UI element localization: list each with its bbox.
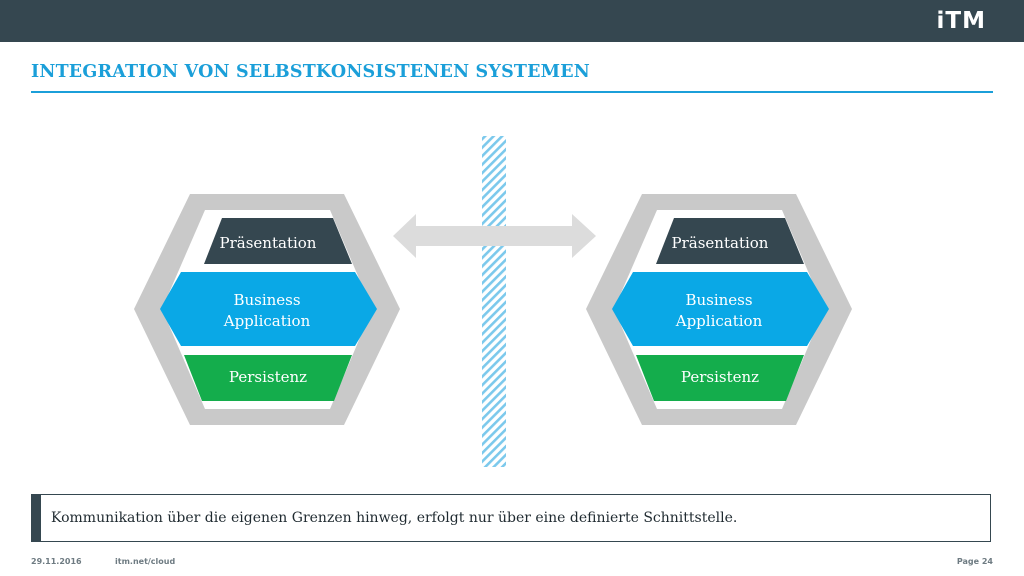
system-1: Präsentation Business Application Persis… bbox=[134, 194, 400, 425]
system-2-business-layer bbox=[612, 272, 829, 346]
footer-date: 29.11.2016 bbox=[31, 557, 82, 566]
info-callout-text: Kommunikation über die eigenen Grenzen h… bbox=[51, 510, 738, 526]
system-2-presentation-layer bbox=[656, 218, 804, 264]
system-1-business-label-line-1: Business bbox=[233, 291, 300, 309]
system-boundary-wall bbox=[482, 136, 506, 467]
system-1-presentation-label: Präsentation bbox=[220, 234, 317, 252]
system-2-presentation-label: Präsentation bbox=[672, 234, 769, 252]
itm-logo: iTM bbox=[936, 8, 986, 34]
slide-title: INTEGRATION VON SELBSTKONSISTENEN SYSTEM… bbox=[31, 62, 590, 82]
system-2-persistence-label: Persistenz bbox=[681, 368, 759, 386]
info-callout-accent-bar bbox=[32, 495, 41, 541]
system-2-business-label-line-2: Application bbox=[675, 312, 763, 330]
system-2-persistence-layer bbox=[636, 355, 804, 401]
header-bar: iTM bbox=[0, 0, 1024, 42]
system-2-business-label-line-1: Business bbox=[685, 291, 752, 309]
footer-page-number: Page 24 bbox=[956, 557, 993, 566]
system-1-persistence-layer bbox=[184, 355, 352, 401]
system-2: Präsentation Business Application Persis… bbox=[586, 194, 852, 425]
system-1-persistence-label: Persistenz bbox=[229, 368, 307, 386]
system-1-business-label-line-2: Application bbox=[223, 312, 311, 330]
footer-url[interactable]: itm.net/cloud bbox=[115, 557, 176, 566]
system-1-presentation-layer bbox=[204, 218, 352, 264]
title-underline bbox=[31, 91, 993, 93]
system-1-business-layer bbox=[160, 272, 377, 346]
communication-double-arrow bbox=[393, 214, 596, 258]
info-callout: Kommunikation über die eigenen Grenzen h… bbox=[31, 494, 991, 542]
